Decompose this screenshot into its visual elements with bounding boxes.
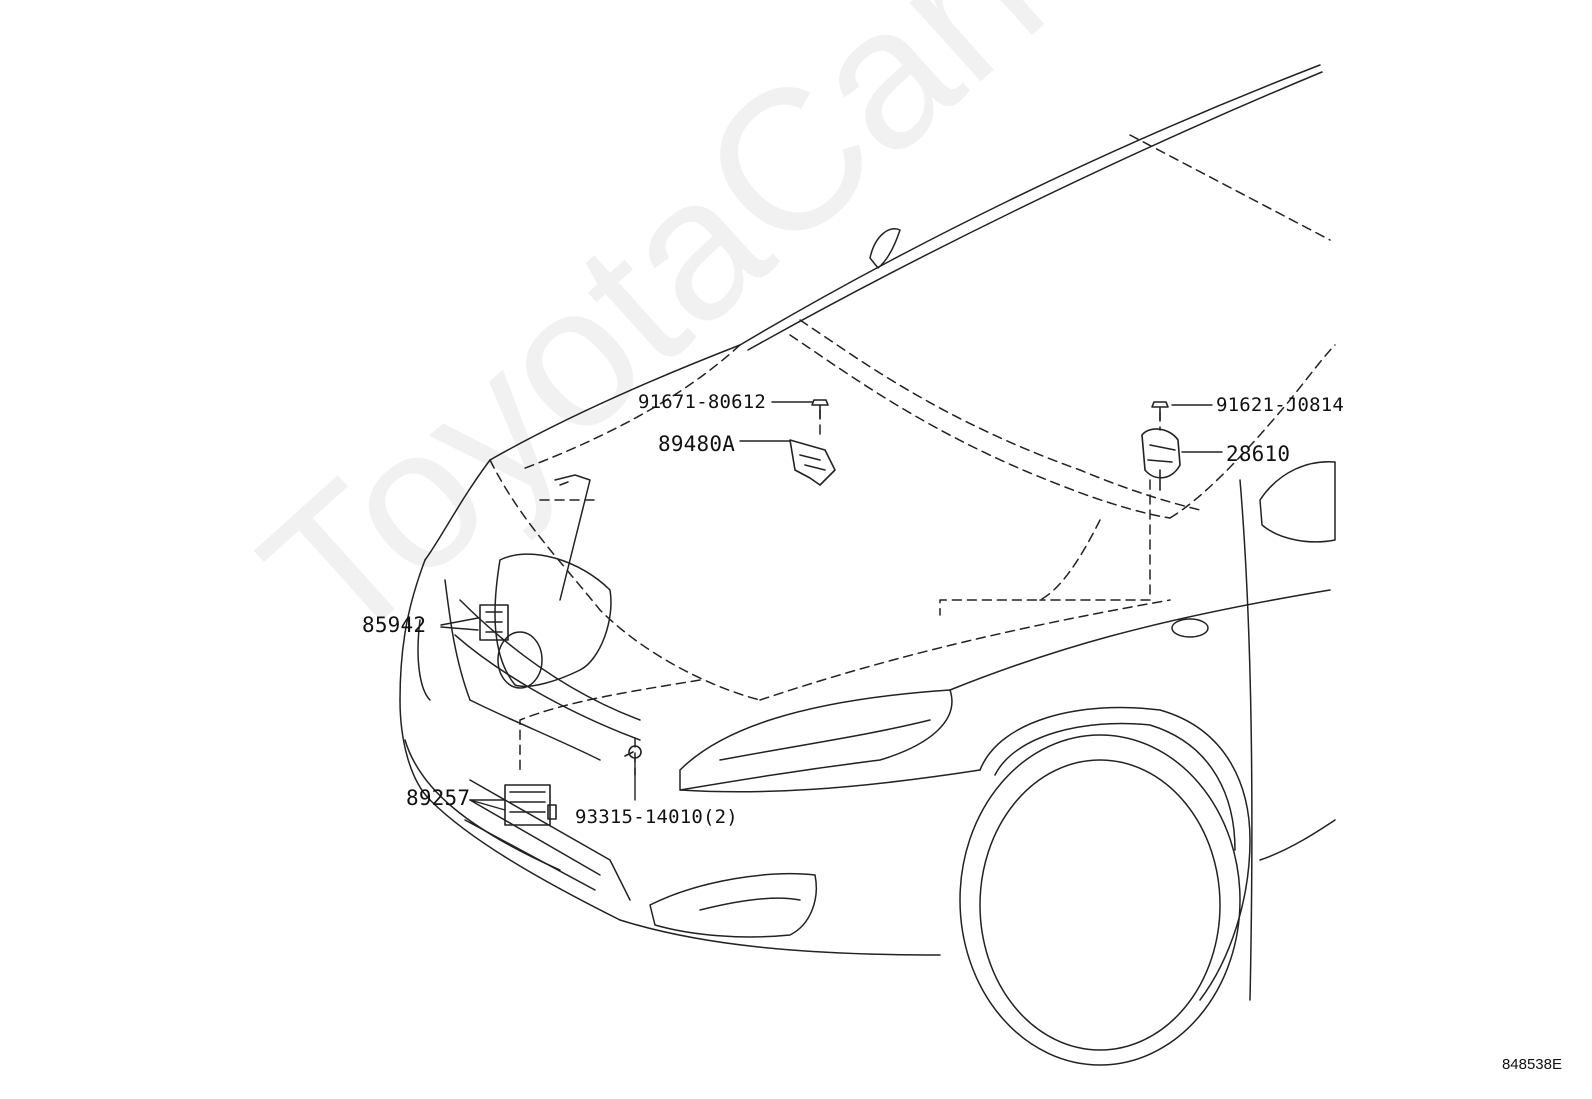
screw-93315-icon (624, 745, 642, 759)
sensor-bracket-89480A-icon (789, 439, 836, 486)
actuator-28610-icon (1141, 428, 1181, 491)
diagram-code: 848538E (1501, 1056, 1562, 1073)
leader-lines (440, 401, 1223, 811)
part-label-89480A[interactable]: 89480A (658, 432, 736, 456)
sensor-85942-icon (479, 604, 509, 641)
module-89257-icon (504, 784, 557, 826)
car-body-outline (399, 64, 1336, 1066)
part-label-85942[interactable]: 85942 (362, 613, 427, 637)
bolt-91671-icon (811, 399, 829, 419)
part-label-91621-J0814[interactable]: 91621-J0814 (1216, 394, 1345, 416)
part-label-28610[interactable]: 28610 (1226, 442, 1291, 466)
parts-icons (479, 399, 1181, 826)
part-label-91671-80612[interactable]: 91671-80612 (638, 391, 767, 413)
bolt-91621-icon (1151, 401, 1169, 421)
part-label-89257[interactable]: 89257 (406, 786, 471, 810)
hidden-lines (489, 134, 1336, 776)
part-label-93315-14010[interactable]: 93315-14010(2) (575, 806, 738, 828)
